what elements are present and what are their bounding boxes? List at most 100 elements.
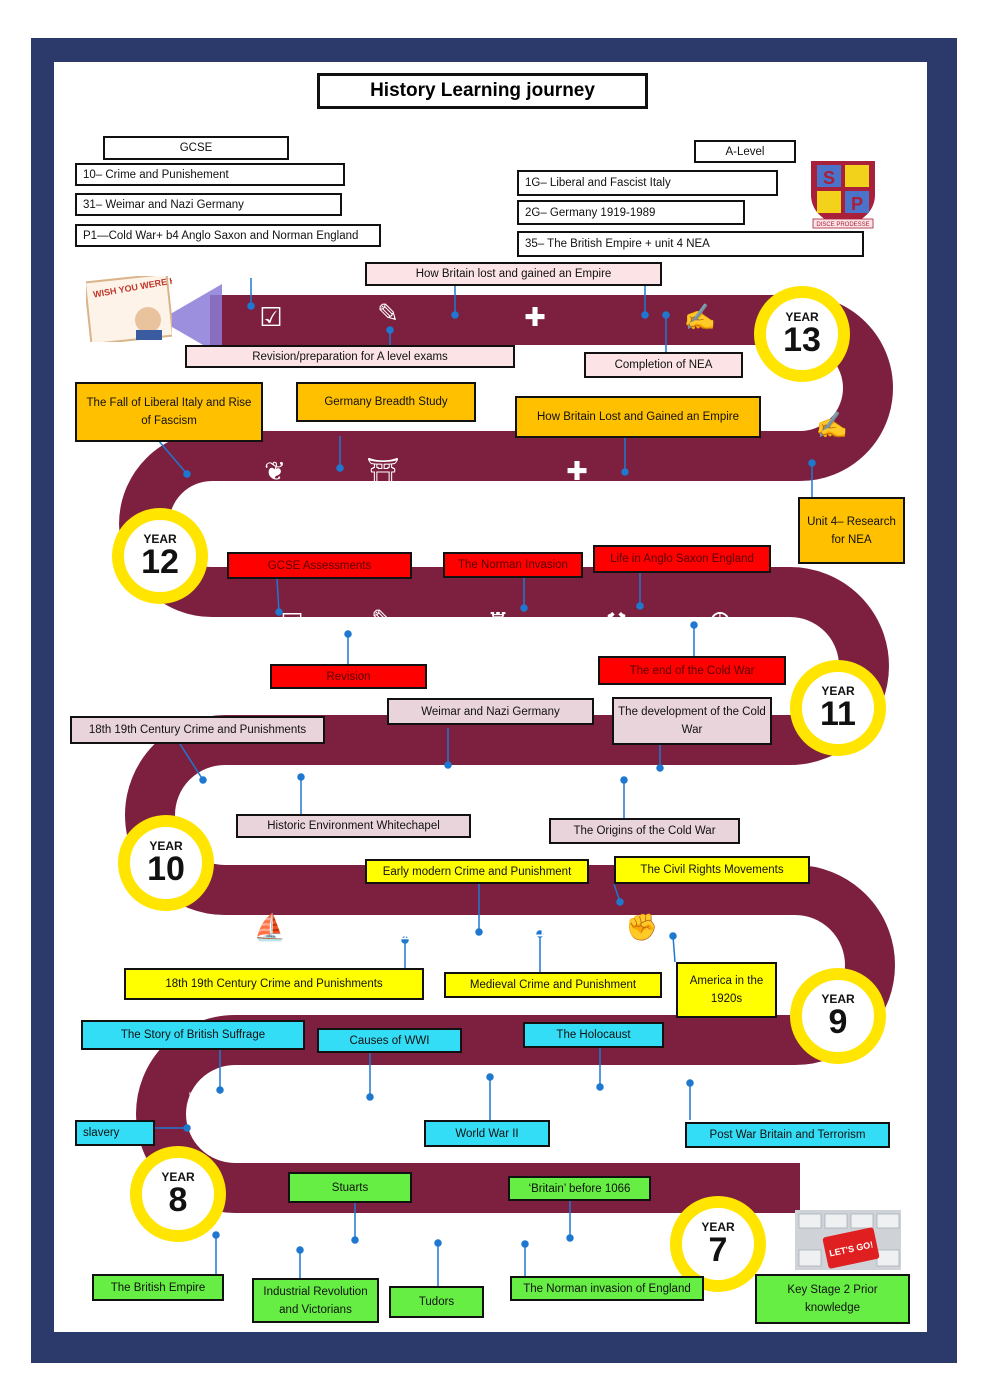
farmer-icon: ⚒ (604, 607, 628, 637)
topic-box: How Britain lost and gained an Empire (365, 262, 662, 286)
sailing-ship-icon: ⛵ (253, 912, 287, 942)
year-11-marker: YEAR 11 (790, 660, 886, 756)
topic-box: Germany Breadth Study (296, 382, 476, 422)
school-crest-logo: S P DISCE PRODESSE (811, 161, 875, 229)
year-label: YEAR (161, 1170, 195, 1184)
page-title: History Learning journey (317, 73, 648, 109)
gcse-heading: GCSE (103, 136, 289, 160)
footprint-icon: ☠ (323, 762, 347, 792)
document-pen-icon: ✍ (683, 302, 717, 332)
year-number: 8 (168, 1181, 188, 1219)
topic-box: World War II (424, 1120, 550, 1147)
topic-box: The Civil Rights Movements (614, 856, 810, 884)
year-number: 9 (828, 1003, 848, 1041)
castle-icon: ♜ (520, 1212, 544, 1242)
topic-box: The Story of British Suffrage (81, 1020, 305, 1050)
topic-box: The Norman invasion of England (510, 1276, 704, 1301)
year-number: 12 (141, 543, 179, 581)
topic-box: Post War Britain and Terrorism (685, 1122, 890, 1148)
italy-map-icon: ❦ (264, 456, 286, 486)
topic-box: The development of the Cold War (612, 697, 772, 745)
year-12-marker: YEAR 12 (112, 508, 208, 604)
viking-head-icon: ☺ (606, 1212, 634, 1242)
crown-icon: ♛ (408, 1212, 432, 1242)
study-lamp-icon: ✎ (371, 604, 393, 634)
gcse-item: P1—Cold War+ b4 Anglo Saxon and Norman E… (75, 224, 381, 247)
ballot-box-icon: ☒ (278, 1064, 302, 1094)
logo-letter: P (851, 194, 863, 214)
stocks-pillory-icon: ⊟ (524, 912, 546, 942)
topic-box: Life in Anglo Saxon England (593, 545, 771, 573)
topic-box: Revision (270, 664, 427, 689)
topic-box: The end of the Cold War (598, 656, 786, 685)
peace-icon: ☮ (708, 607, 732, 637)
year-label: YEAR (821, 992, 855, 1006)
moonshine-jug-icon: ⚱ (733, 912, 755, 942)
study-lamp-icon: ✎ (377, 298, 399, 328)
union-jack-icon: ✚ (524, 302, 546, 332)
factory-icon: ⌂ (296, 1212, 312, 1242)
nuclear-bomb-icon: ☢ (688, 762, 712, 792)
topic-box: Stuarts (288, 1172, 412, 1203)
topic-box: Causes of WWI (317, 1028, 462, 1053)
topic-box: The Fall of Liberal Italy and Rise of Fa… (75, 382, 263, 442)
logo-motto: DISCE PRODESSE (816, 222, 869, 228)
year-10-marker: YEAR 10 (118, 815, 214, 911)
logo-letter: S (823, 168, 835, 188)
lets-go-keyboard-image: LET'S GO! (795, 1210, 901, 1270)
topic-box: GCSE Assessments (227, 552, 412, 579)
topic-box: Revision/preparation for A level exams (185, 345, 515, 368)
document-pen-icon: ✍ (815, 410, 849, 440)
year-label: YEAR (149, 839, 183, 853)
year-label: YEAR (701, 1220, 735, 1234)
topic-box: 18th 19th Century Crime and Punishments (70, 716, 325, 744)
topic-box: 18th 19th Century Crime and Punishments (124, 968, 424, 1000)
year-13-marker: YEAR 13 (754, 286, 850, 382)
year-label: YEAR (143, 532, 177, 546)
topic-box: How Britain Lost and Gained an Empire (515, 396, 761, 438)
hammer-sickle-icon: ☭ (578, 762, 602, 792)
topic-box: The British Empire (92, 1274, 224, 1301)
union-jack-icon: ✚ (566, 456, 588, 486)
brandenburg-gate-icon: ⛩ (366, 456, 400, 486)
camp-gate-icon: ⌂ (632, 1064, 648, 1094)
topic-box: The Origins of the Cold War (549, 818, 740, 844)
checklist-icon: ☑ (280, 608, 304, 638)
year-number: 10 (147, 850, 185, 888)
year-label: YEAR (785, 310, 819, 324)
year-number: 13 (783, 321, 821, 359)
topic-box: America in the 1920s (676, 962, 777, 1018)
year-9-marker: YEAR 9 (790, 968, 886, 1064)
topic-box: Key Stage 2 Prior knowledge (755, 1274, 910, 1324)
year-number: 7 (708, 1231, 728, 1269)
topic-box: ‘Britain’ before 1066 (508, 1176, 651, 1201)
year-8-marker: YEAR 8 (130, 1146, 226, 1242)
postcard-image: WISH YOU WERE HERE (86, 276, 172, 342)
alevel-item: 35– The British Empire + unit 4 NEA (517, 231, 864, 257)
gcse-item: 10– Crime and Punishement (75, 163, 345, 186)
topic-box: Industrial Revolution and Victorians (252, 1278, 379, 1323)
topic-box: The Norman Invasion (443, 552, 583, 578)
alevel-heading: A-Level (694, 140, 796, 163)
alevel-item: 1G– Liberal and Fascist Italy (517, 170, 778, 196)
checklist-icon: ☑ (259, 302, 283, 332)
topic-box: Tudors (389, 1286, 484, 1318)
topic-box: Unit 4– Research for NEA (798, 497, 905, 564)
castle-tower-icon: ♜ (486, 607, 510, 637)
alevel-item: 2G– Germany 1919-1989 (517, 200, 745, 225)
prison-building-icon: ▦ (394, 912, 420, 942)
topic-box: Medieval Crime and Punishment (444, 972, 662, 998)
dictator-portrait-icon: ☻ (458, 762, 486, 792)
gcse-item: 31– Weimar and Nazi Germany (75, 193, 342, 216)
topic-box: Early modern Crime and Punishment (365, 859, 589, 884)
tank-icon: ⛟ (428, 1064, 462, 1094)
raised-fist-icon: ✊ (625, 912, 659, 942)
year-number: 11 (820, 695, 856, 733)
shackled-feet-icon: ⛓ (183, 1090, 217, 1120)
topic-box: The Holocaust (523, 1022, 664, 1048)
topic-box: slavery (75, 1120, 155, 1146)
topic-box: Completion of NEA (584, 352, 743, 378)
topic-box: Historic Environment Whitechapel (236, 814, 471, 838)
year-label: YEAR (821, 684, 855, 698)
topic-box: Weimar and Nazi Germany (387, 698, 594, 725)
